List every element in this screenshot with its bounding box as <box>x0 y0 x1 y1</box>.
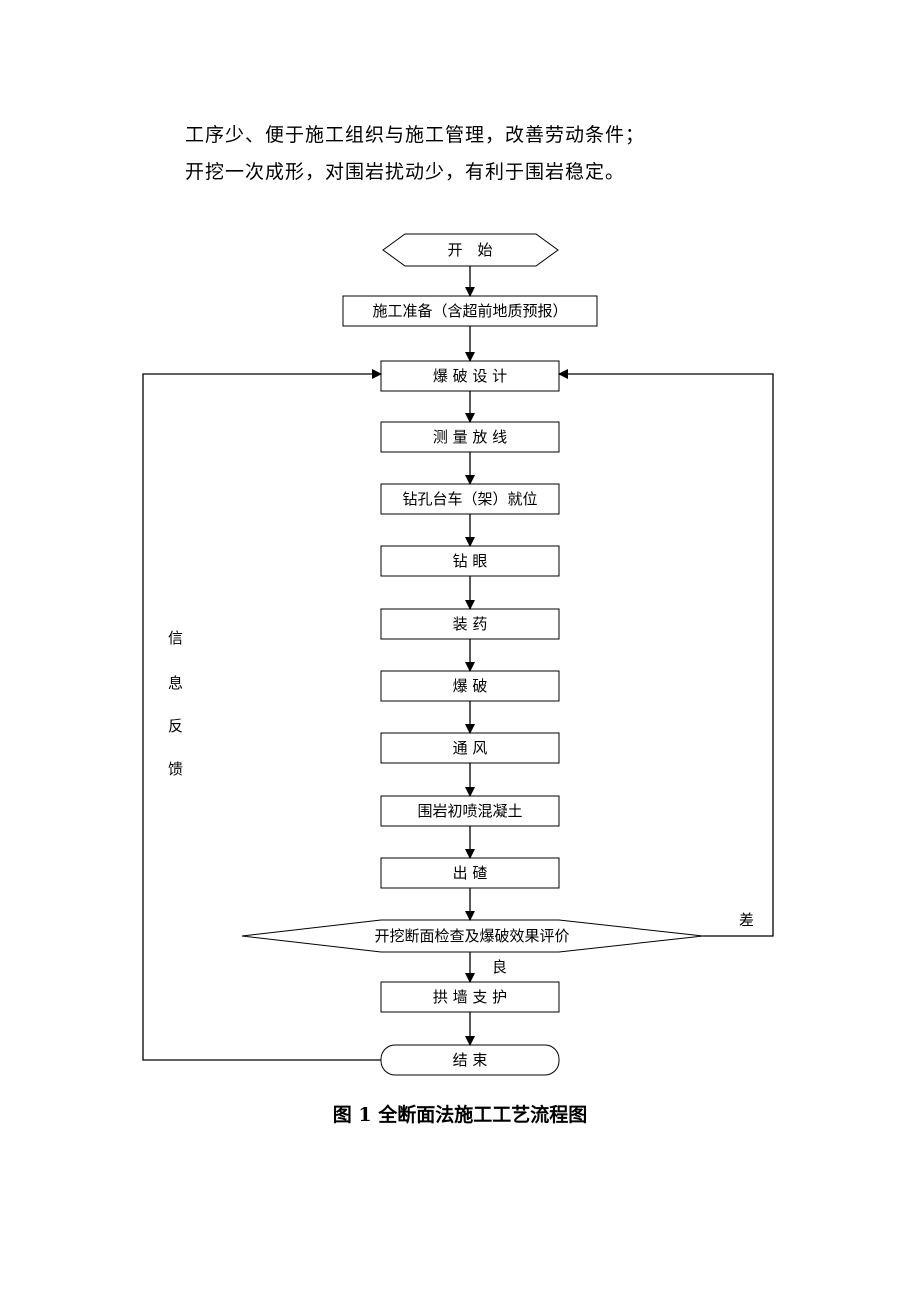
step-label-shotcrete: 围岩初喷混凝土 <box>417 802 522 820</box>
step-box-mucking <box>380 857 560 889</box>
step-label-ventilation: 通 风 <box>453 739 488 757</box>
figure-caption: 图 1 全断面法施工工艺流程图 <box>332 1104 588 1126</box>
step-label-blasting: 爆 破 <box>453 677 488 695</box>
decision-label: 开挖断面检查及爆破效果评价 <box>374 927 569 945</box>
step-label-survey: 测 量 放 线 <box>433 428 507 446</box>
construction-flowchart: 开 始 施工准备（含超前地质预报） 爆 破 设 计 测 量 放 线 钻孔台车（架… <box>142 233 774 1076</box>
decision-good-label: 良 <box>492 958 507 976</box>
step-box-charging <box>380 608 560 640</box>
loop-feedback-to-design <box>142 369 382 1061</box>
step-label-charging: 装 药 <box>453 615 488 633</box>
support-label: 拱 墙 支 护 <box>433 988 507 1006</box>
paragraph-line-1: 工序少、便于施工组织与施工管理，改善劳动条件； <box>185 124 646 146</box>
step-box-blasting <box>380 670 560 702</box>
step-label-drill-rig: 钻孔台车（架）就位 <box>402 490 537 508</box>
decision-bad-label: 差 <box>739 911 754 929</box>
feedback-char-4: 馈 <box>168 760 183 778</box>
feedback-char-1: 信 <box>168 629 183 647</box>
loop-poor-to-design <box>558 369 774 937</box>
start-label: 开 始 <box>447 241 492 259</box>
start-node <box>382 233 559 267</box>
feedback-char-2: 息 <box>168 674 183 692</box>
step-label-blast-design: 爆 破 设 计 <box>433 367 507 385</box>
step-label-drilling: 钻 眼 <box>453 552 488 570</box>
prep-label: 施工准备（含超前地质预报） <box>372 302 567 320</box>
step-box-drilling <box>380 545 560 577</box>
step-label-mucking: 出 碴 <box>453 864 488 882</box>
feedback-char-3: 反 <box>168 717 183 735</box>
end-label: 结 束 <box>453 1051 488 1069</box>
paragraph-line-2: 开挖一次成形，对围岩扰动少，有利于围岩稳定。 <box>185 161 626 183</box>
step-box-ventilation <box>380 732 560 764</box>
step-box-survey <box>380 421 560 453</box>
